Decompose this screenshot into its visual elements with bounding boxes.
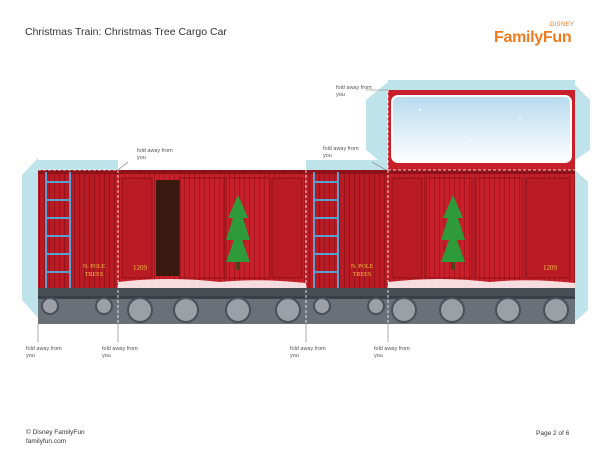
page-title: Christmas Train: Christmas Tree Cargo Ca… bbox=[25, 26, 227, 38]
glue-tabs bbox=[22, 80, 590, 322]
roof-panel bbox=[388, 90, 575, 170]
sign-right-line1: N. POLE bbox=[351, 264, 374, 270]
page-number: Page 2 of 6 bbox=[536, 430, 570, 437]
copyright-text: © Disney FamilyFun bbox=[26, 429, 85, 436]
ladder-right bbox=[313, 172, 339, 290]
fold-lines bbox=[38, 90, 575, 324]
footer-credits: © Disney FamilyFun familyfun.com bbox=[26, 428, 85, 446]
roof-top-tab bbox=[388, 80, 575, 90]
fold-note-bottom-4: fold away from you bbox=[374, 346, 410, 359]
right-glue-tab bbox=[575, 170, 588, 322]
snow-right bbox=[388, 279, 575, 288]
car-number-left: 1209 bbox=[133, 264, 148, 272]
fold-note-bottom-2: fold away from you bbox=[102, 346, 138, 359]
sign-left-line1: N. POLE bbox=[83, 264, 106, 270]
sign-left-line2: TREES bbox=[85, 272, 103, 278]
side-panel-left bbox=[118, 170, 306, 288]
end-panel-right bbox=[306, 170, 388, 288]
tree-right bbox=[441, 195, 465, 262]
top-left-tab bbox=[38, 160, 118, 170]
top-middle-tab bbox=[306, 160, 388, 170]
roof-right-tab bbox=[575, 85, 590, 160]
fold-note-roof: fold away from you bbox=[336, 85, 372, 98]
note-leaders bbox=[37, 89, 389, 342]
side-panel-right bbox=[388, 170, 575, 288]
familyfun-logo: DISNEY FamilyFun bbox=[494, 22, 576, 48]
tree-left bbox=[226, 195, 250, 262]
ladder-left bbox=[45, 172, 71, 290]
website-link[interactable]: familyfun.com bbox=[26, 438, 67, 445]
sign-right-line2: TREES bbox=[353, 272, 371, 278]
logo-disney-text: DISNEY bbox=[549, 22, 574, 28]
snow-left bbox=[118, 279, 306, 288]
fold-note-bottom-3: fold away from you bbox=[290, 346, 326, 359]
door-left bbox=[179, 177, 225, 279]
car-number-right: 1209 bbox=[543, 264, 558, 272]
end-panel-left bbox=[38, 170, 118, 288]
wheels bbox=[41, 297, 569, 323]
roof-left-tab bbox=[366, 82, 388, 168]
open-door bbox=[156, 180, 180, 276]
fold-note-top-left: fold away from you bbox=[137, 148, 173, 161]
fold-note-bottom-1: fold away from you bbox=[26, 346, 62, 359]
fold-note-top-middle: fold away from you bbox=[323, 146, 359, 159]
left-glue-tab bbox=[22, 158, 38, 318]
undercarriage bbox=[38, 288, 575, 324]
logo-familyfun-text: FamilyFun bbox=[494, 29, 572, 46]
